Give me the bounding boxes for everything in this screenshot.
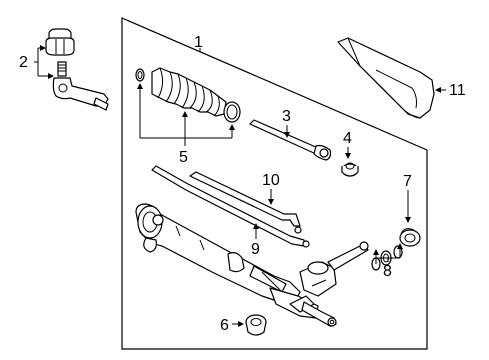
bushing-6: [245, 314, 267, 336]
callout-2: 2: [19, 54, 28, 71]
callout-8: 8: [383, 263, 392, 280]
callout-7: 7: [403, 173, 412, 190]
o-ring-8c: [393, 245, 403, 259]
callout-3: 3: [282, 108, 291, 125]
transfer-tube-10: [189, 171, 302, 234]
callout-11: 11: [449, 82, 466, 99]
callout-9: 9: [251, 241, 260, 258]
outer-tie-rod-end: [52, 61, 109, 111]
clamp-small: [135, 68, 145, 82]
pinion-valve-body: [299, 241, 369, 297]
rack-housing: [135, 203, 319, 319]
clamp-large: [223, 101, 241, 123]
tie-rod-end-dust-cap: [45, 28, 75, 56]
transfer-tube-9: [151, 165, 310, 248]
heat-shield: [337, 37, 435, 119]
seal-7: [399, 228, 421, 247]
tie-rod-nut: [341, 162, 359, 177]
callout-1: 1: [194, 34, 203, 51]
callout-5: 5: [179, 149, 188, 166]
bellows-boot: [151, 67, 227, 117]
assembly-frame: [121, 17, 428, 350]
callout-10: 10: [262, 172, 280, 189]
inner-tie-rod: [249, 119, 332, 161]
callout-4: 4: [343, 130, 352, 147]
pinion-shaft: [301, 301, 337, 327]
callout-6: 6: [220, 317, 229, 334]
